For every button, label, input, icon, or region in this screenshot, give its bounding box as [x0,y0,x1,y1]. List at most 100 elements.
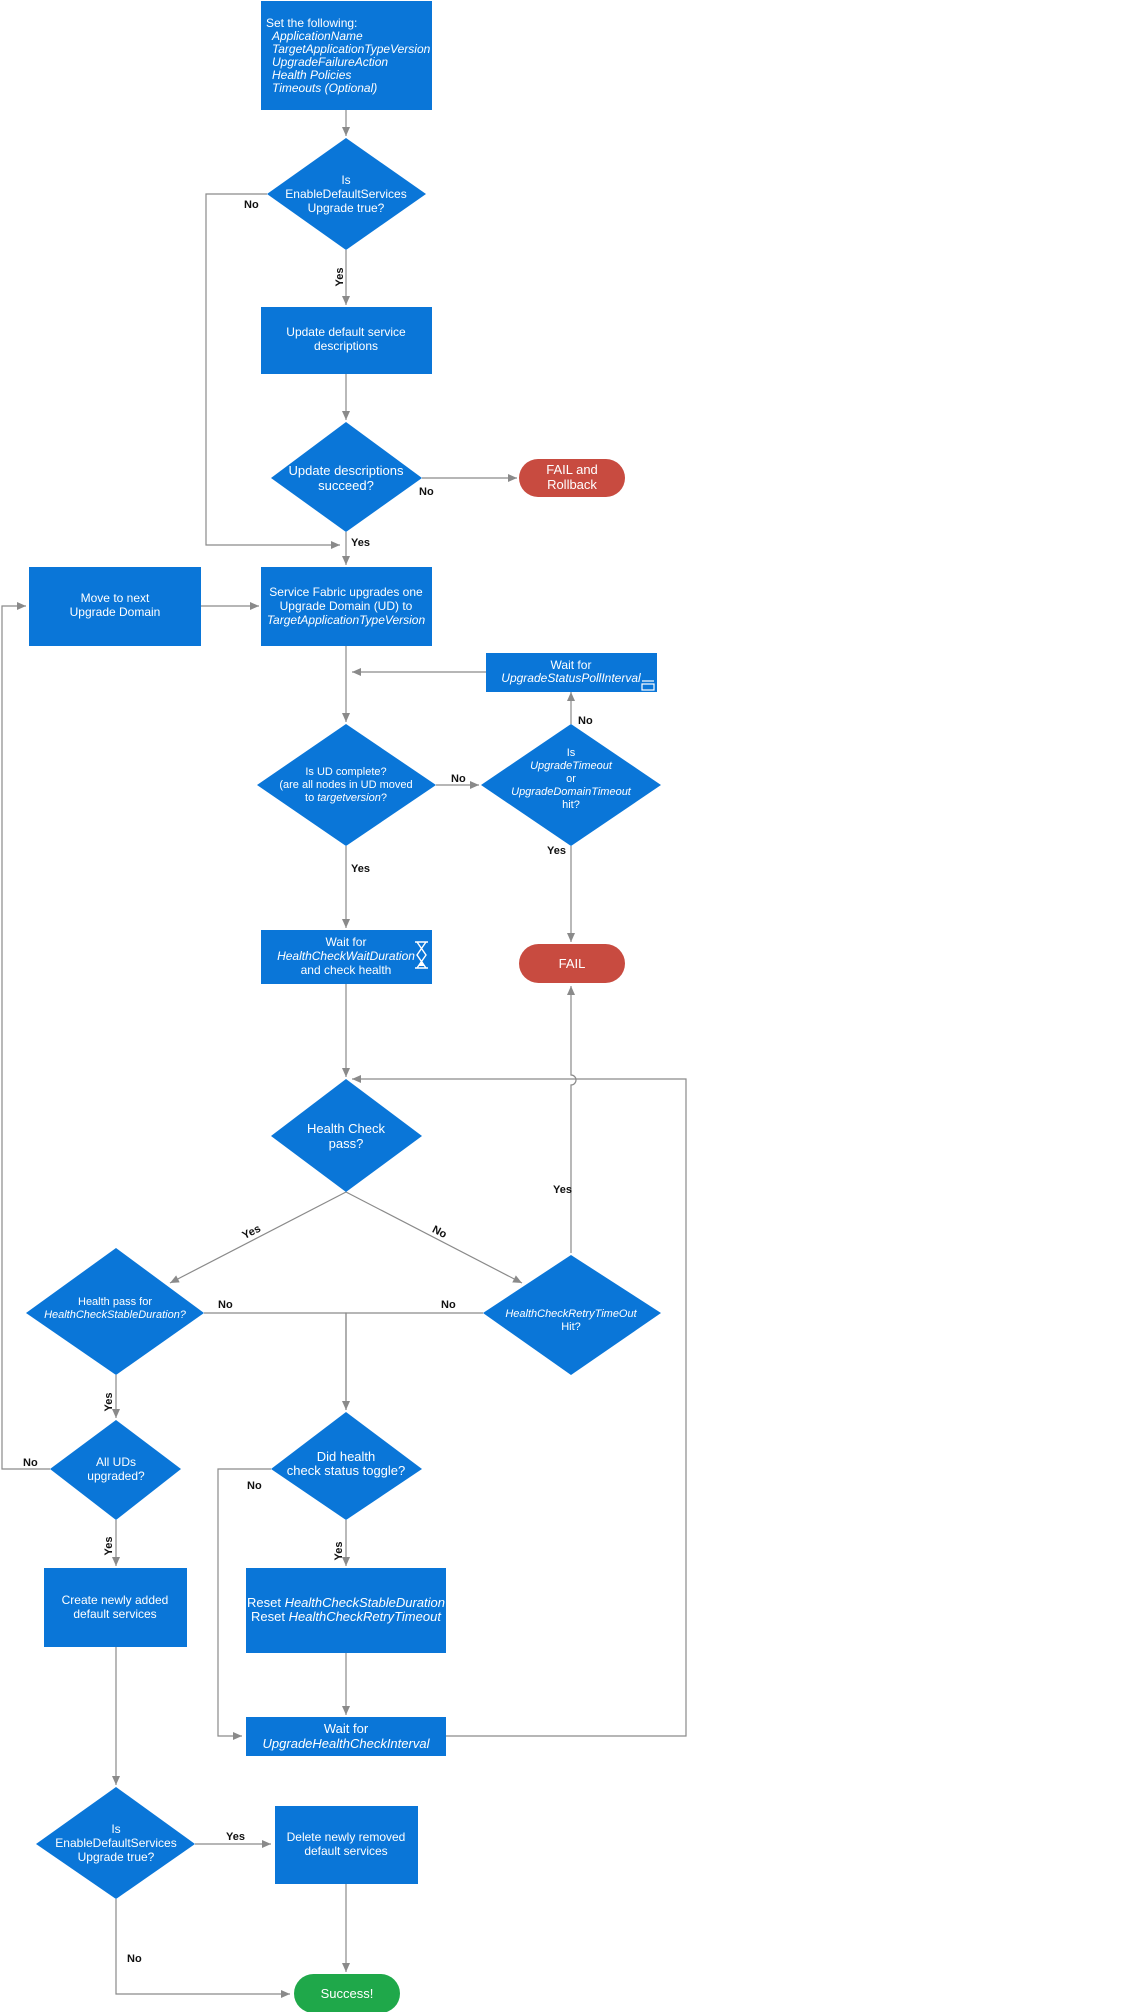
decision-text: Update descriptions [289,463,404,478]
decision-enable-default-services-final: Is EnableDefaultServices Upgrade true? [36,1787,195,1899]
box-text: TargetApplicationTypeVersion [267,613,426,627]
edge-label-yes: Yes [334,268,346,287]
box-text: Delete newly removed [287,1830,406,1844]
create-default-services-box: Create newly added default services [44,1568,187,1647]
decision-text: Is [111,1822,120,1836]
fail-rollback-terminal: FAIL and Rollback [519,459,625,497]
box-text: HealthCheckWaitDuration [277,949,415,963]
terminal-text: Success! [321,1986,374,2001]
decision-text: Health pass for [78,1296,152,1308]
edge-label-yes: Yes [351,863,370,875]
hourglass-icon [415,941,428,969]
box-text: Upgrade Domain [70,605,161,619]
box-text: Reset HealthCheckStableDuration [247,1595,445,1610]
wait-health-interval-box: Wait for UpgradeHealthCheckInterval [246,1717,446,1756]
box-text: default services [304,1844,387,1858]
box-text: Wait for [324,1721,369,1736]
start-settings-box: Set the following: ApplicationName Targe… [261,1,432,110]
decision-text: (are all nodes in UD moved [279,779,412,791]
edge-label-yes: Yes [553,1184,572,1196]
edge-label-no: No [441,1299,456,1311]
success-terminal: Success! [294,1974,400,2012]
decision-text: Upgrade true? [308,201,385,215]
edge-label-no: No [23,1457,38,1469]
decision-text: HealthCheckStableDuration? [44,1309,187,1321]
decision-stable-duration: Health pass for HealthCheckStableDuratio… [26,1248,204,1375]
wait-poll-interval-box: Wait for UpgradeStatusPollInterval [486,653,657,692]
edge-label-yes: Yes [103,1537,115,1556]
edge-label-no: No [578,715,593,727]
box-text: Wait for [551,658,592,672]
edge-label-no: No [451,773,466,785]
update-descriptions-box: Update default service descriptions [261,307,432,374]
decision-text: Is UD complete? [305,766,386,778]
move-next-domain-box: Move to next Upgrade Domain [29,567,201,646]
start-item: Health Policies [272,68,351,82]
box-text: Update default service [286,325,406,339]
box-text: Upgrade Domain (UD) to [280,599,413,613]
fail-terminal: FAIL [519,944,625,983]
box-text: Create newly added [62,1593,169,1607]
decision-text: succeed? [318,478,374,493]
box-text: Wait for [326,935,367,949]
start-item: UpgradeFailureAction [272,55,388,69]
decision-text: to targetversion? [305,792,387,804]
decision-text: UpgradeTimeout [530,760,613,772]
terminal-text: FAIL [559,956,586,971]
start-item: ApplicationName [271,29,363,43]
decision-text: HealthCheckRetryTimeOut [505,1308,637,1320]
terminal-text: Rollback [547,477,597,492]
edge-label-no: No [218,1299,233,1311]
box-text: Move to next [81,591,150,605]
decision-update-succeed: Update descriptions succeed? [271,422,422,532]
decision-text: UpgradeDomainTimeout [511,786,632,798]
terminal-text: FAIL and [546,462,598,477]
decision-enable-default-services: Is EnableDefaultServices Upgrade true? [267,138,426,250]
edge-label-yes: Yes [103,1393,115,1412]
decision-text: Is [341,173,350,187]
edge-label-yes: Yes [333,1542,345,1561]
decision-text: check status toggle? [287,1463,406,1478]
edge-label-no: No [127,1953,142,1965]
edge-labels: No Yes No Yes No No Yes Yes Yes No Yes N… [23,199,593,1965]
start-item: Timeouts (Optional) [272,81,377,95]
decision-timeout-hit: Is UpgradeTimeout or UpgradeDomainTimeou… [481,724,661,846]
queue-icon [641,680,655,691]
edge-label-yes: Yes [240,1223,262,1242]
edge-label-no: No [244,199,259,211]
decision-all-uds-upgraded: All UDs upgraded? [50,1420,181,1520]
edge-label-yes: Yes [547,845,566,857]
decision-text: Did health [317,1449,376,1464]
decision-text: EnableDefaultServices [55,1836,176,1850]
service-fabric-upgrade-box: Service Fabric upgrades one Upgrade Doma… [261,567,432,646]
decision-retry-timeout: HealthCheckRetryTimeOut Hit? [483,1255,661,1375]
decision-text: pass? [329,1136,364,1151]
box-text: UpgradeStatusPollInterval [501,671,641,685]
decision-text: hit? [562,799,580,811]
decision-text: Hit? [561,1321,581,1333]
edge-label-no: No [430,1224,449,1241]
wait-health-duration-box: Wait for HealthCheckWaitDuration and che… [261,930,432,984]
edge-label-yes: Yes [351,537,370,549]
start-heading: Set the following: [266,16,357,30]
box-text: and check health [301,963,392,977]
box-text: descriptions [314,339,378,353]
decision-text: Upgrade true? [78,1850,155,1864]
decision-text: EnableDefaultServices [285,187,406,201]
box-text: Service Fabric upgrades one [269,585,423,599]
edge-label-no: No [419,486,434,498]
decision-text: upgraded? [87,1469,145,1483]
box-text: default services [73,1607,156,1621]
reset-durations-box: Reset HealthCheckStableDuration Reset He… [246,1568,446,1653]
start-item: TargetApplicationTypeVersion [272,42,431,56]
box-text: UpgradeHealthCheckInterval [263,1736,431,1751]
decision-text: or [566,773,576,785]
edge-label-yes: Yes [226,1831,245,1843]
decision-text: Is [567,747,576,759]
decision-health-check-pass: Health Check pass? [271,1079,422,1192]
decision-text: All UDs [96,1455,136,1469]
connectors [1,110,687,1998]
edge-label-no: No [247,1480,262,1492]
delete-default-services-box: Delete newly removed default services [275,1806,418,1884]
